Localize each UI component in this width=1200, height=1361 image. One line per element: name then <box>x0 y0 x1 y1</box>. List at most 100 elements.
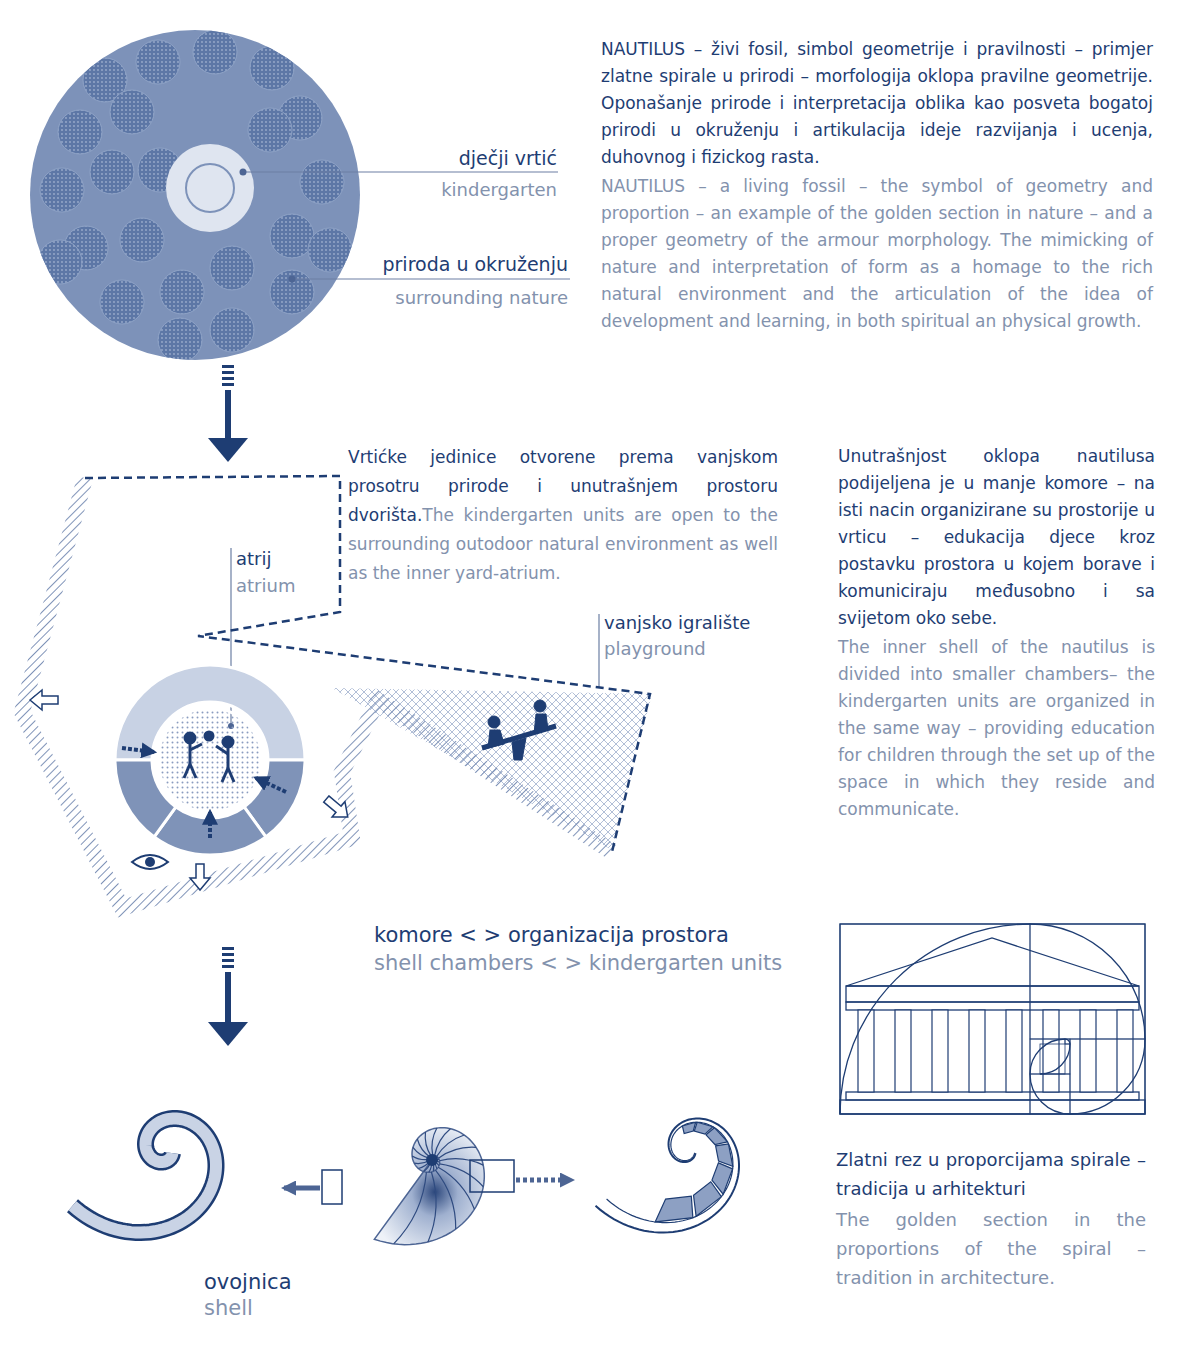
golden-arc <box>1040 1044 1070 1074</box>
septum-line <box>428 1172 436 1242</box>
label-text: The inner shell of the nautilus is divid… <box>838 637 1155 819</box>
tree <box>193 30 237 74</box>
children-icon <box>190 764 196 778</box>
tree <box>250 46 294 90</box>
paragraph: kindergarten <box>357 178 557 203</box>
paragraph: dječji vrtić <box>357 146 557 172</box>
septum-line <box>394 1172 427 1244</box>
down-arrow <box>225 972 231 1024</box>
label-text: Zlatni rez u proporcijama spirale – trad… <box>836 1149 1146 1199</box>
leader-dot <box>289 276 296 283</box>
golden-arc <box>840 924 1030 1114</box>
temple-drawing <box>846 1002 1139 1010</box>
leader-line <box>292 278 570 279</box>
side-arrow <box>284 1186 320 1191</box>
label-text: The golden section in the proportions of… <box>836 1209 1146 1288</box>
down-arrow <box>225 390 231 440</box>
paragraph: The inner shell of the nautilus is divid… <box>838 634 1155 823</box>
atrium-yard <box>158 708 262 812</box>
septum-line <box>438 1167 474 1209</box>
tree <box>38 240 82 284</box>
septum-line <box>432 1128 437 1155</box>
label-text: komore < > organizacija prostora <box>374 923 729 947</box>
paragraph: ovojnica <box>204 1270 324 1296</box>
chamber-unit <box>706 1128 727 1145</box>
tree <box>248 108 292 152</box>
inward-arrow <box>122 748 286 838</box>
label-text: atrij <box>236 548 272 569</box>
paragraph: playground <box>604 636 804 662</box>
tree <box>58 110 102 154</box>
golden-square <box>1070 1039 1145 1114</box>
nature-site-circle <box>186 164 234 212</box>
side-arrow <box>516 1178 572 1183</box>
seesaw-icon <box>488 716 500 728</box>
children-icon <box>216 746 228 754</box>
tree-canopy <box>38 30 352 362</box>
label-text: atrium <box>236 575 295 596</box>
septum-line <box>439 1164 483 1187</box>
temple-drawing <box>840 1100 1145 1114</box>
site-boundary-dashed <box>85 476 650 852</box>
text-block: dječji vrtić kindergarten <box>357 146 557 203</box>
septum-line <box>425 1132 431 1156</box>
nature-site-circle <box>30 30 360 362</box>
paragraph: priroda u okruženju <box>338 252 568 278</box>
label-text: surrounding nature <box>395 287 568 308</box>
tree <box>110 90 154 134</box>
tree <box>270 270 314 314</box>
shell-ribbon <box>73 1118 216 1232</box>
eye-icon <box>132 855 168 869</box>
text-block: vanjsko igrališteplayground <box>604 610 804 662</box>
tree <box>90 150 134 194</box>
text-block: Vrtićke jedinice otvorene prema vanjskom… <box>348 443 778 588</box>
chamber-unit <box>682 1122 695 1133</box>
inward-arrow <box>256 778 286 792</box>
seesaw-icon <box>534 700 546 712</box>
golden-square <box>840 924 1030 1114</box>
temple-drawing <box>840 924 1145 1114</box>
tree <box>100 280 144 324</box>
text-block: priroda u okruženju surrounding nature <box>338 252 568 311</box>
children-icon <box>184 732 234 782</box>
paragraph: Vrtićke jedinice otvorene prema vanjskom… <box>348 443 778 588</box>
children-icon <box>228 768 234 782</box>
children-icon <box>205 732 213 740</box>
children-icon <box>223 737 233 747</box>
temple-column <box>1043 1010 1059 1092</box>
inward-arrow <box>208 812 212 838</box>
septum-line <box>438 1147 476 1158</box>
text-block: ovojnicashell <box>204 1270 324 1322</box>
tree <box>40 168 84 212</box>
temple-column <box>969 1010 985 1092</box>
seesaw-icon <box>488 730 504 748</box>
shell-ribbon <box>73 1118 216 1232</box>
golden-square <box>1065 1039 1070 1044</box>
seesaw-icon <box>482 700 556 760</box>
down-arrow <box>208 438 248 462</box>
label-text: playground <box>604 638 706 659</box>
label-text: Unutrašnjost oklopa nautilusa podijeljen… <box>838 446 1155 628</box>
tree <box>160 270 204 314</box>
nautilus-shell <box>374 1128 484 1245</box>
shell-outline <box>607 1122 733 1222</box>
side-arrow <box>284 1180 572 1188</box>
chamber-unit <box>655 1196 693 1222</box>
temple-drawing <box>846 1092 1139 1100</box>
kindergarten-ring <box>115 665 305 855</box>
label-text: shell chambers < > kindergarten units <box>374 951 782 975</box>
label-text: shell <box>204 1296 253 1320</box>
paragraph: komore < > organizacija prostora <box>374 922 789 950</box>
down-arrow <box>222 965 234 968</box>
children-icon <box>189 744 192 764</box>
paragraph: NAUTILUS – a living fossil – the symbol … <box>601 173 1153 335</box>
label-text: dječji vrtić <box>459 147 557 169</box>
chamber-spiral <box>596 1118 739 1232</box>
paragraph: shell <box>204 1296 324 1322</box>
children-icon <box>184 764 190 778</box>
septum-line <box>413 1147 429 1158</box>
leader-line <box>243 171 558 172</box>
temple-column <box>1006 1010 1022 1092</box>
eye-icon <box>132 855 168 869</box>
eye-icon <box>145 857 155 867</box>
